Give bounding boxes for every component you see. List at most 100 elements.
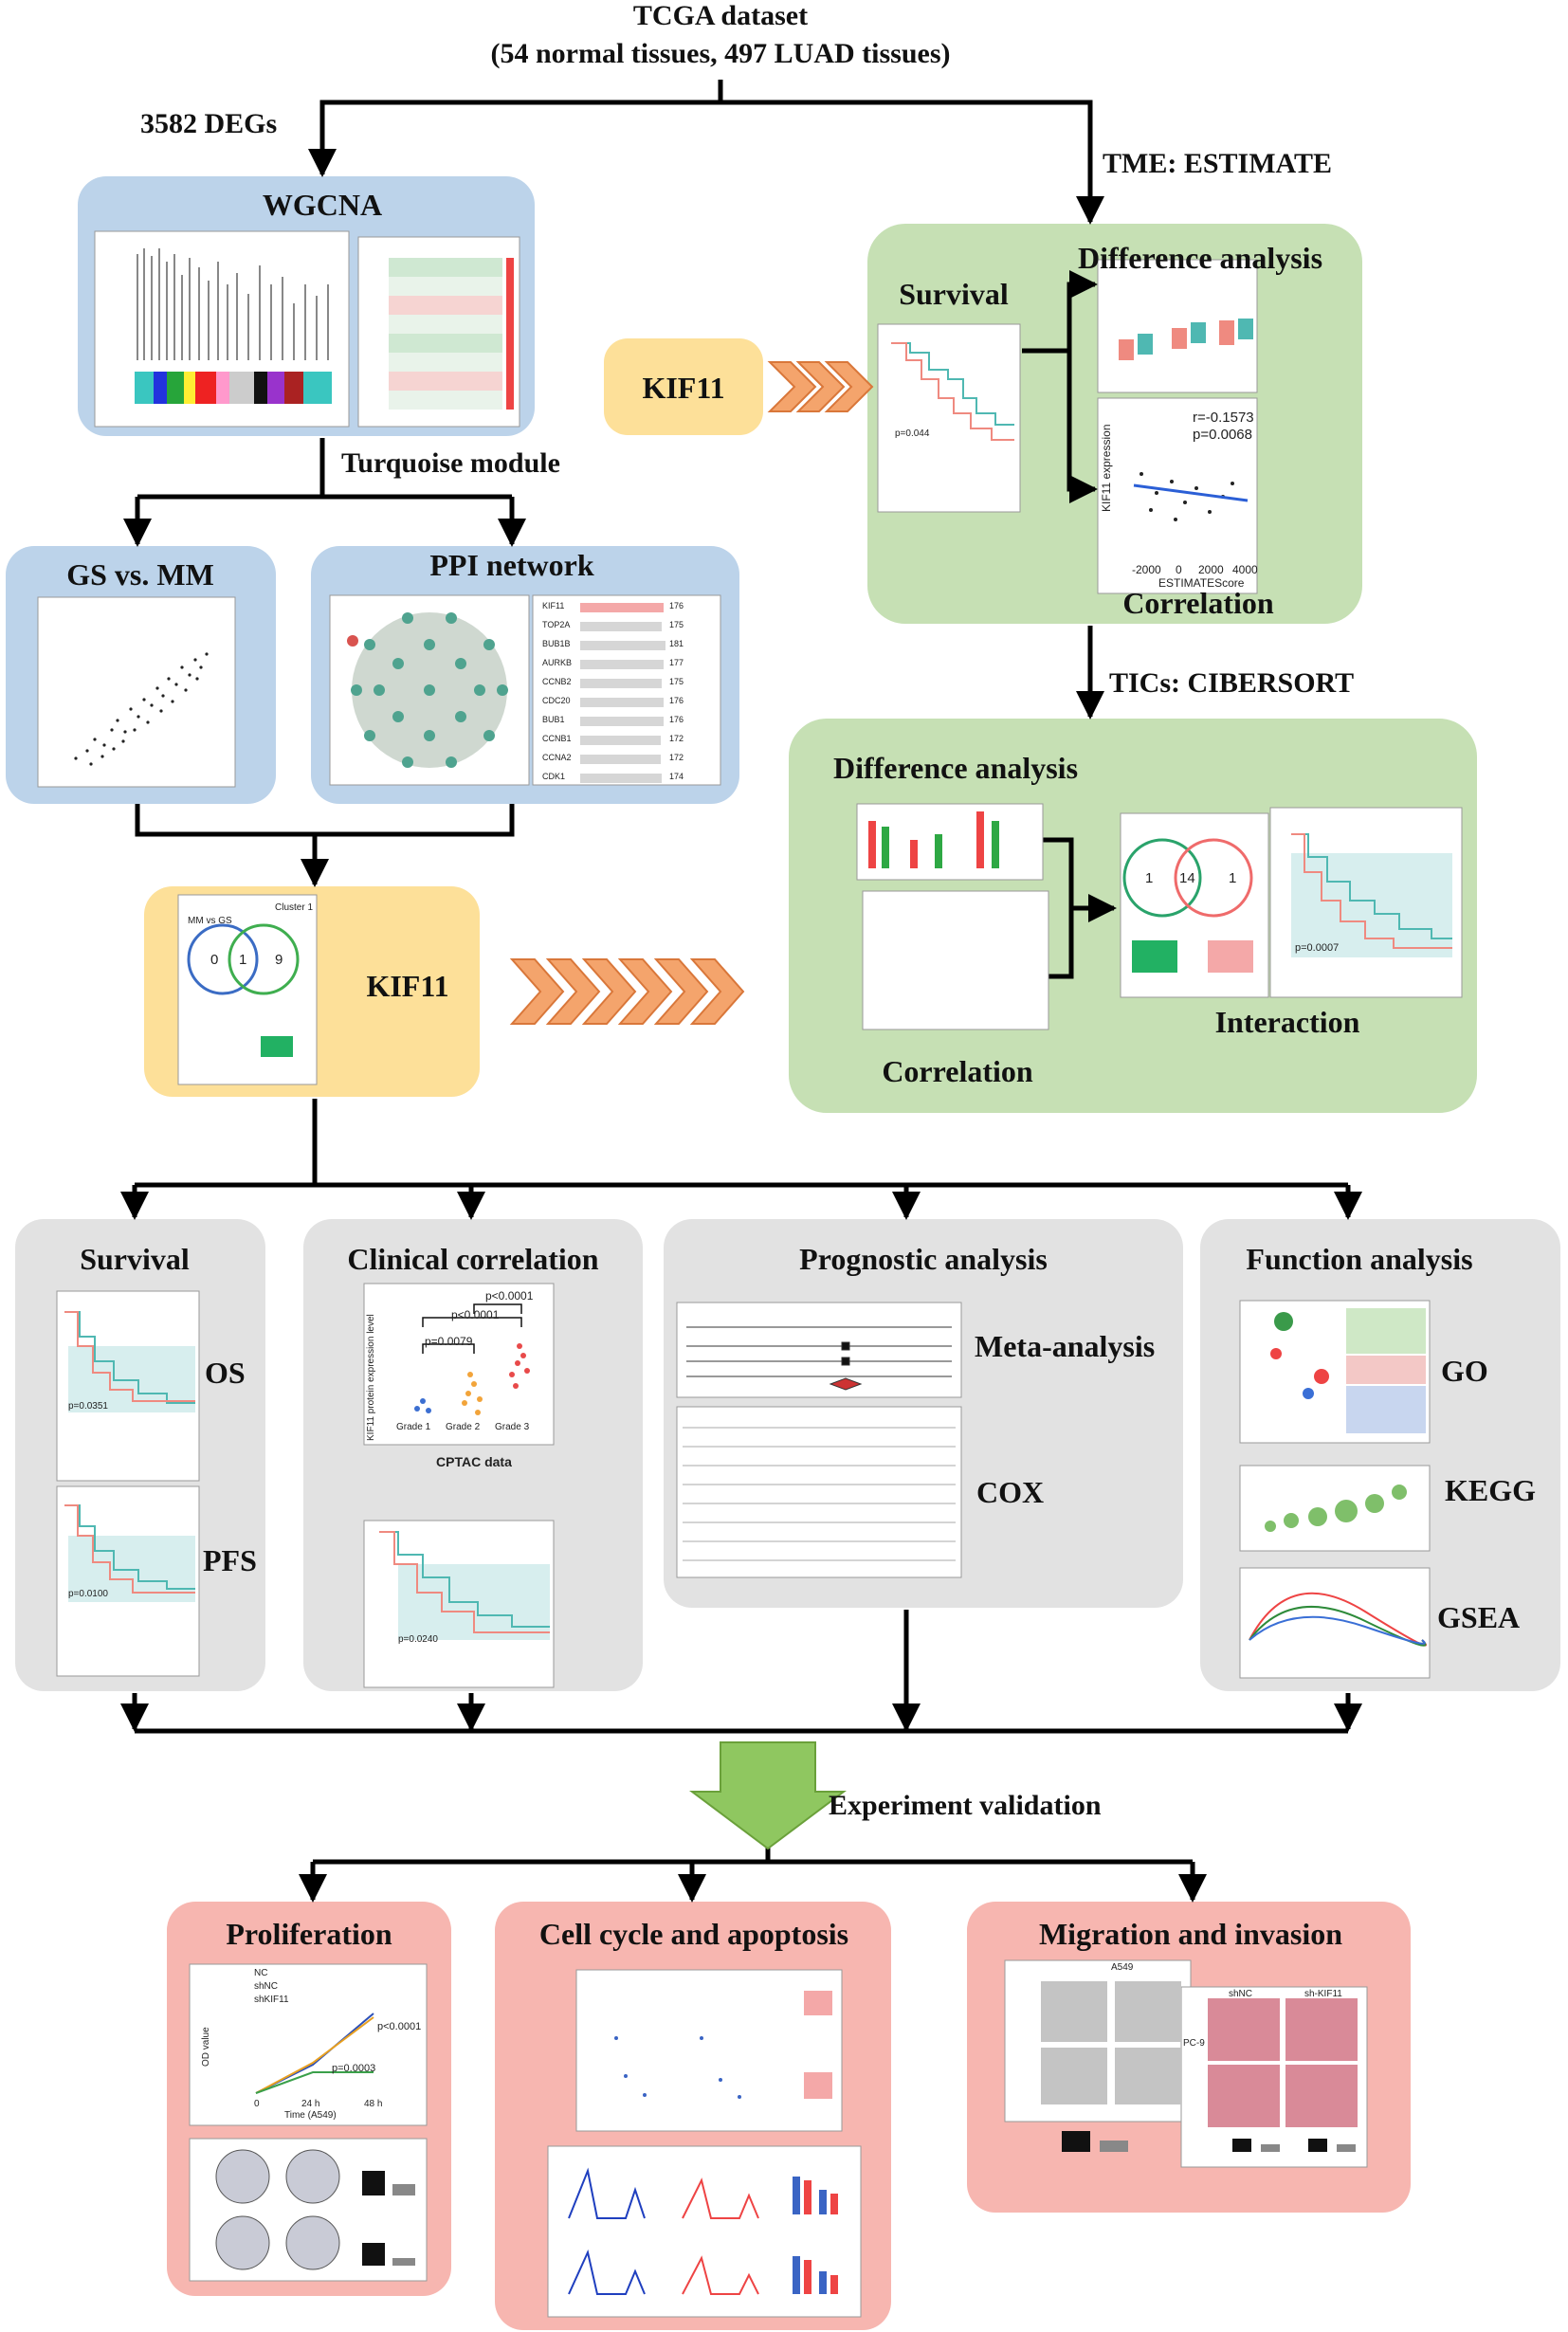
wound-healing-images — [1041, 1981, 1181, 2104]
venn1-set-b: Cluster 1 — [275, 902, 314, 913]
ppi-gene-4: CCNB2 — [542, 677, 572, 686]
migration-title: Migration and invasion — [1038, 1917, 1343, 1951]
ppi-title: PPI network — [429, 548, 594, 582]
clin-y-label: KIF11 protein expression level — [366, 1314, 376, 1441]
tics-km-pval: p=0.0007 — [1295, 942, 1340, 954]
cellcycle-title: Cell cycle and apoptosis — [538, 1917, 849, 1951]
ppi-gene-2: BUB1B — [542, 639, 571, 648]
tics-difference-title: Difference analysis — [832, 751, 1079, 785]
clin-grade-2: Grade 2 — [446, 1422, 481, 1432]
kif11-top-label: KIF11 — [642, 371, 725, 405]
corr-p-value: p=0.0068 — [1193, 427, 1252, 443]
experiment-down-arrow — [689, 1741, 847, 1850]
ppi-bars — [580, 603, 665, 783]
proliferation-growth-chart — [255, 2013, 374, 2094]
prolif-p-2: p=0.0003 — [332, 2063, 376, 2074]
prolif-legend-shkif11: shKIF11 — [254, 1995, 289, 2005]
cptac-label: CPTAC data — [436, 1454, 512, 1469]
flow-cytometry-plots — [614, 2036, 741, 2099]
colony-dishes — [215, 2149, 340, 2270]
gs-mm-scatter — [74, 652, 209, 766]
page-title: TCGA dataset — [632, 0, 809, 31]
apoptosis-bar-2 — [804, 2072, 832, 2099]
kif11-mid-label: KIF11 — [366, 969, 449, 1003]
clin-p-1: p<0.0001 — [485, 1289, 534, 1303]
clinical-dotplot — [414, 1303, 530, 1415]
degs-label: 3582 DEGs — [140, 108, 278, 139]
tme-difference-title: Difference analysis — [1077, 241, 1323, 275]
venn1-left: 0 — [210, 952, 219, 968]
meta-forest-plot — [686, 1326, 952, 1391]
venn2-mid: 14 — [1179, 870, 1195, 886]
migration-a549-label: A549 — [1111, 1962, 1134, 1973]
venn2-left: 1 — [1145, 870, 1154, 886]
ppi-gene-6: BUB1 — [542, 715, 565, 724]
venn2-bar-right — [1208, 940, 1253, 973]
tics-km-curve — [1291, 833, 1452, 957]
venn1-right: 9 — [275, 952, 283, 968]
wgcna-module-colors — [135, 372, 332, 404]
cox-table — [683, 1427, 956, 1561]
kif11-top-box — [604, 338, 763, 435]
venn-diagram-tics — [1122, 838, 1253, 918]
tics-correlation-title: Correlation — [882, 1054, 1033, 1088]
function-title: Function analysis — [1246, 1242, 1473, 1276]
clin-km-pval: p=0.0240 — [398, 1634, 438, 1645]
kegg-bubble-plot — [1265, 1485, 1407, 1532]
corr-tick-1: 0 — [1176, 563, 1182, 576]
ppi-value-4: 175 — [669, 677, 684, 686]
page-subtitle: (54 normal tissues, 497 LUAD tissues) — [490, 38, 951, 69]
transwell-images — [1208, 1998, 1358, 2127]
tme-boxplots — [1119, 319, 1253, 360]
ppi-gene-3: AURKB — [542, 658, 573, 667]
ppi-value-8: 172 — [669, 753, 684, 762]
proliferation-title: Proliferation — [226, 1917, 392, 1951]
clin-p-2: p<0.0001 — [451, 1308, 500, 1321]
prolif-legend-shnc: shNC — [254, 1981, 279, 1992]
ppi-value-9: 174 — [669, 772, 684, 781]
prolif-x-0: 0 — [254, 2099, 260, 2109]
survival-title: Survival — [80, 1242, 190, 1276]
tme-label: TME: ESTIMATE — [1103, 148, 1332, 179]
wgcna-module-heatmap — [389, 258, 514, 410]
venn2-right: 1 — [1229, 870, 1237, 886]
corr-tick-2: 2000 — [1198, 563, 1224, 576]
meta-label: Meta-analysis — [975, 1329, 1156, 1363]
migration-pc9-label: PC-9 — [1183, 2038, 1205, 2049]
ppi-value-2: 181 — [669, 639, 684, 648]
chevron-arrow-mid — [509, 958, 745, 1025]
connectors — [120, 80, 1362, 1903]
ppi-gene-1: TOP2A — [542, 620, 571, 629]
experiment-label: Experiment validation — [829, 1790, 1102, 1821]
corr-y-label: KIF11 expression — [1100, 424, 1113, 513]
migration-shkif11-label: sh-KIF11 — [1304, 1989, 1342, 1999]
ppi-gene-8: CCNA2 — [542, 753, 572, 762]
ppi-value-0: 176 — [669, 601, 684, 610]
gsea-curves — [1249, 1592, 1427, 1647]
os-label: OS — [205, 1356, 246, 1390]
prolif-x-1: 24 h — [301, 2099, 320, 2109]
ppi-network — [347, 612, 508, 768]
prolif-legend-nc: NC — [254, 1968, 268, 1978]
apoptosis-bar-1 — [804, 1991, 832, 2015]
ppi-gene-0: KIF11 — [542, 601, 565, 610]
pfs-km-curve — [64, 1504, 195, 1602]
prognostic-title: Prognostic analysis — [799, 1242, 1048, 1276]
cell-cycle-bars — [793, 2177, 838, 2294]
clin-grade-3: Grade 3 — [495, 1422, 530, 1432]
venn-diagram-mm-gs — [187, 923, 300, 995]
tme-survival-curve — [891, 342, 1014, 441]
ppi-value-5: 176 — [669, 696, 684, 705]
venn2-bar-left — [1132, 940, 1177, 973]
tics-label: TICs: CIBERSORT — [1109, 667, 1355, 699]
prolif-p-1: p<0.0001 — [377, 2021, 422, 2032]
ppi-gene-7: CCNB1 — [542, 734, 572, 743]
venn1-set-a: MM vs GS — [188, 916, 232, 926]
go-label: GO — [1441, 1354, 1488, 1388]
cell-cycle-histograms — [568, 2167, 759, 2295]
prolif-x-2: 48 h — [364, 2099, 383, 2109]
clinical-km-curve — [379, 1531, 550, 1640]
kegg-label: KEGG — [1445, 1473, 1537, 1507]
corr-tick-3: 4000 — [1232, 563, 1258, 576]
